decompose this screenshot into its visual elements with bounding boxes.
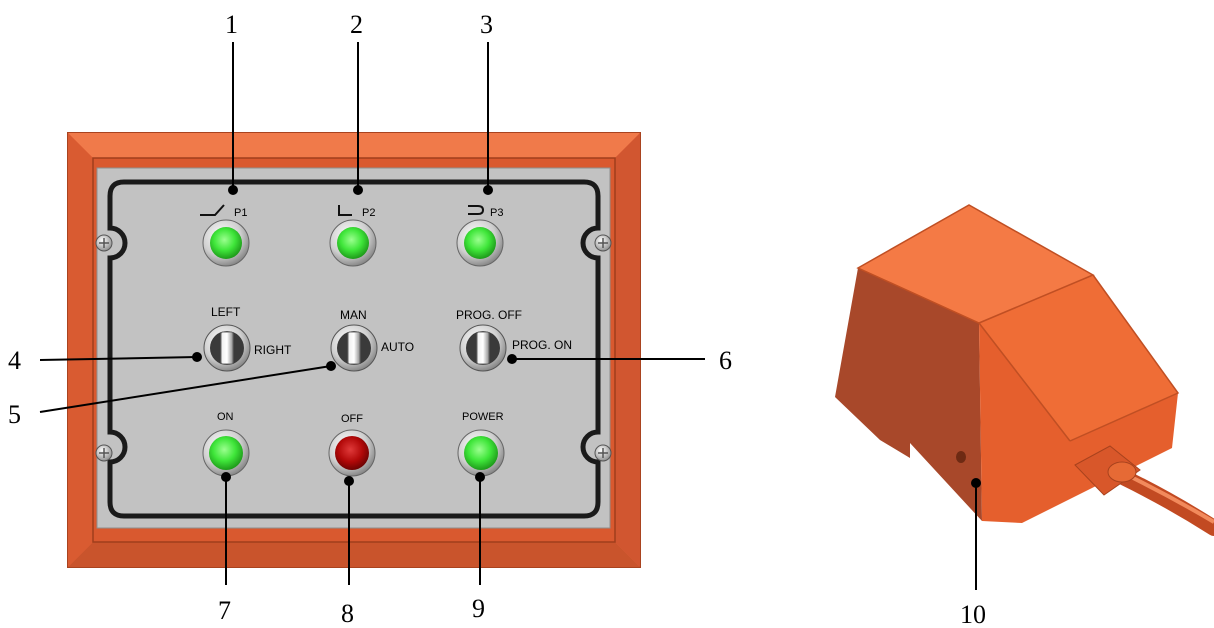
pedal-top-face [858, 205, 1093, 323]
button-label-off: OFF [341, 413, 363, 425]
callout-1: 1 [225, 10, 238, 39]
callout-2: 2 [350, 10, 363, 39]
indicator-lamp-p3 [456, 219, 504, 267]
pedal-front-face [979, 323, 1178, 523]
pedal-label-p1: P1 [234, 207, 247, 219]
on-button[interactable] [202, 429, 250, 477]
faceplate-outline [107, 179, 601, 519]
switch-label-left: LEFT [211, 305, 241, 319]
off-button[interactable] [328, 429, 376, 477]
button-label-on: ON [217, 411, 234, 423]
cable-gland [1074, 445, 1141, 496]
pedal-symbol-icon [200, 204, 225, 216]
selector-switch-program[interactable] [459, 324, 507, 372]
pedal-symbol-icon [468, 205, 485, 215]
pedal-hole [956, 451, 966, 463]
button-label-power: POWER [462, 411, 504, 423]
housing-bevel-left [68, 133, 93, 567]
callout-4: 4 [8, 346, 21, 375]
callout-7: 7 [218, 596, 231, 625]
screw-icon [594, 234, 612, 252]
switch-label-right: RIGHT [254, 343, 292, 357]
switch-label-man: MAN [340, 308, 367, 322]
housing-bevel-right [615, 133, 640, 567]
screw-icon [594, 444, 612, 462]
pedal-symbol-icon [338, 205, 352, 216]
callout-9: 9 [472, 594, 485, 623]
screw-icon [95, 234, 113, 252]
callout-10: 10 [960, 600, 986, 628]
pedal-cable [1117, 470, 1214, 536]
callout-8: 8 [341, 599, 354, 628]
indicator-lamp-p1 [202, 219, 250, 267]
selector-switch-mode[interactable] [330, 324, 378, 372]
switch-label-prog-off: PROG. OFF [456, 308, 522, 322]
leader-lines [39, 42, 981, 590]
control-panel: P1 P2 P3 LEFT RIGHT MAN AUTO PROG. OFF P… [67, 132, 641, 568]
pedal-label-p3: P3 [490, 207, 503, 219]
screw-icon [95, 444, 113, 462]
callout-6: 6 [719, 346, 732, 375]
pedal-label-p2: P2 [362, 207, 375, 219]
indicator-lamp-p2 [329, 219, 377, 267]
housing-bevel-top [68, 133, 640, 158]
pedal-slope-face [979, 275, 1178, 441]
housing-bevel-bottom [68, 542, 640, 567]
callout-5: 5 [8, 400, 21, 429]
foot-pedal [835, 204, 1214, 536]
selector-switch-direction[interactable] [203, 324, 251, 372]
pedal-side-face [835, 268, 982, 521]
switch-label-auto: AUTO [381, 340, 414, 354]
switch-label-prog-on: PROG. ON [512, 338, 572, 352]
power-button[interactable] [457, 429, 505, 477]
callout-3: 3 [480, 10, 493, 39]
